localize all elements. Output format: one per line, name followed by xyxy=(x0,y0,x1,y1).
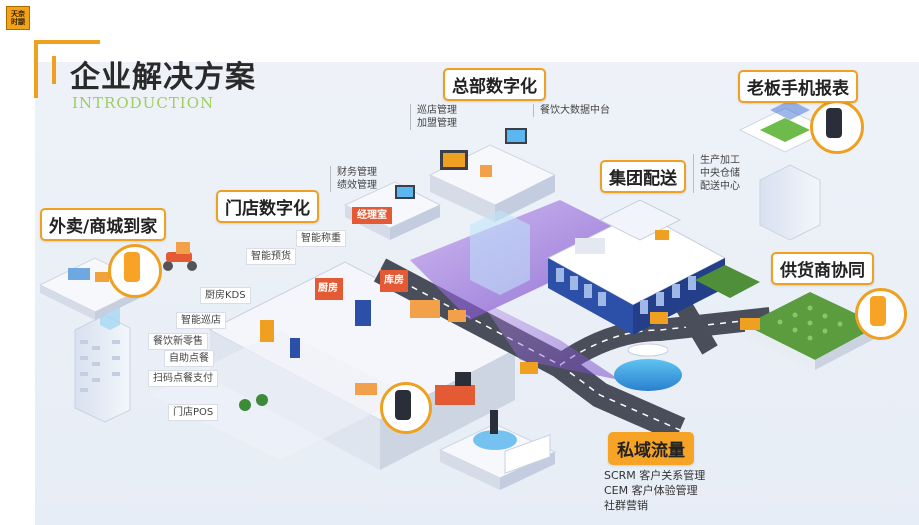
label-distribution: 配送中心 xyxy=(700,181,740,192)
group-building xyxy=(546,199,727,335)
phone-icon xyxy=(826,108,842,138)
section-delivery: 外卖/商城到家 xyxy=(40,208,167,241)
section-hq: 总部数字化 xyxy=(443,68,546,101)
pos-label: 门店POS xyxy=(168,404,219,421)
label-franchise: 加盟管理 xyxy=(417,118,457,129)
private-items: SCRM 客户关系管理 CEM 客户体验管理 社群营销 xyxy=(604,468,705,513)
section-group: 集团配送 xyxy=(600,160,686,193)
section-boss: 老板手机报表 xyxy=(738,70,858,103)
kitchen-sign: 厨房 xyxy=(318,283,338,294)
manager-room-sign: 经理室 xyxy=(352,207,392,224)
smart-patrol-label: 智能巡店 xyxy=(176,312,226,329)
label-patrol: 巡店管理 xyxy=(417,105,457,116)
private-item-cem: CEM 客户体验管理 xyxy=(604,484,698,497)
new-retail-label: 餐饮新零售 xyxy=(148,333,208,350)
page-title: 企业解决方案 xyxy=(70,60,256,95)
water-tank xyxy=(614,343,682,391)
store-details xyxy=(239,270,760,411)
label-finance: 财务管理 xyxy=(337,167,377,178)
smart-reserve-label: 智能预货 xyxy=(246,248,296,265)
phone-platform xyxy=(438,410,557,490)
title-bracket-inner xyxy=(52,56,56,84)
private-item-community: 社群营销 xyxy=(604,499,648,512)
label-production: 生产加工 xyxy=(700,155,740,166)
label-warehouse: 中央仓储 xyxy=(700,168,740,179)
phone-icon xyxy=(870,296,886,326)
backroom-sign: 库房 xyxy=(384,275,404,286)
supplier-farm xyxy=(695,265,880,370)
logo-text-1: 天奈 xyxy=(11,10,25,18)
bigdata-label: 餐饮大数据中台 xyxy=(533,104,610,117)
kitchen-kds-label: 厨房KDS xyxy=(200,287,251,304)
label-performance: 绩效管理 xyxy=(337,180,377,191)
phone-icon xyxy=(124,252,140,282)
self-order-label: 自助点餐 xyxy=(164,350,214,367)
finance-label: 财务管理 绩效管理 xyxy=(330,166,377,192)
scan-pay-label: 扫码点餐支付 xyxy=(148,370,218,387)
store-platform xyxy=(150,261,517,470)
logo-text-2: 时颛 xyxy=(11,18,25,26)
boss-tower xyxy=(738,100,832,241)
phone-icon xyxy=(395,390,411,420)
section-store: 门店数字化 xyxy=(216,190,319,223)
section-supplier: 供货商协同 xyxy=(771,252,874,285)
private-item-scrm: SCRM 客户关系管理 xyxy=(604,469,706,482)
title-bracket-bar xyxy=(34,40,38,98)
hq-platform xyxy=(428,128,557,295)
brand-logo: 天奈 时颛 xyxy=(6,6,30,30)
data-beam-2 xyxy=(480,300,620,380)
group-label: 生产加工 中央仓储 配送中心 xyxy=(693,154,740,193)
page-subtitle: INTRODUCTION xyxy=(72,94,215,112)
hq-ops-label: 巡店管理 加盟管理 xyxy=(410,104,457,130)
section-private: 私域流量 xyxy=(608,432,694,465)
scooter xyxy=(163,242,197,271)
smart-scale-label: 智能称重 xyxy=(296,230,346,247)
